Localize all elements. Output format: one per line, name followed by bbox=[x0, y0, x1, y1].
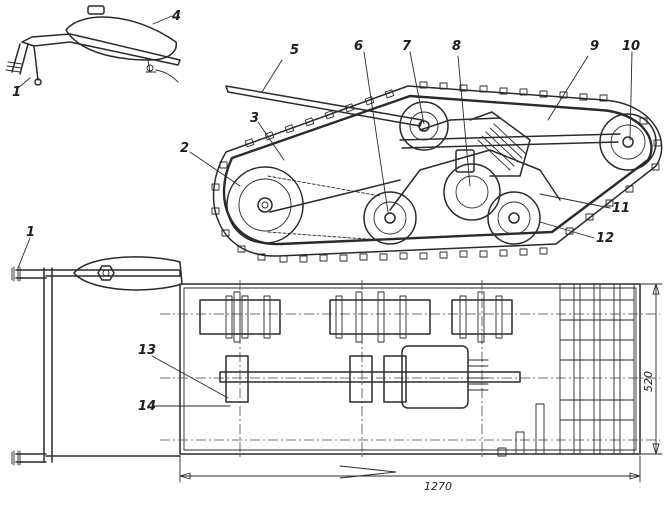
callout-8: 8 bbox=[452, 39, 461, 54]
callout-labels: 1 4 5 6 7 8 9 10 3 2 11 12 1 13 14 bbox=[12, 9, 640, 414]
callout-7: 7 bbox=[402, 39, 412, 54]
side-view bbox=[189, 51, 663, 263]
callout-6: 6 bbox=[354, 39, 363, 54]
callout-1-plan: 1 bbox=[26, 225, 35, 240]
callout-12: 12 bbox=[596, 231, 614, 246]
callout-11: 11 bbox=[612, 201, 630, 216]
callout-2: 2 bbox=[180, 141, 189, 156]
engine bbox=[443, 111, 531, 221]
callout-4: 4 bbox=[171, 9, 181, 24]
tank-handlebar-detail bbox=[5, 5, 181, 89]
dimension-length: 1270 bbox=[424, 480, 452, 493]
plan-view bbox=[11, 237, 663, 483]
callout-9: 9 bbox=[590, 39, 599, 54]
handlebar-plan bbox=[11, 256, 397, 479]
callout-10: 10 bbox=[622, 39, 640, 54]
callout-13: 13 bbox=[138, 343, 156, 358]
callout-5: 5 bbox=[290, 43, 299, 58]
callout-1-top: 1 bbox=[12, 85, 21, 100]
callout-14: 14 bbox=[138, 399, 156, 414]
rear-drive-wheel bbox=[226, 166, 304, 244]
road-wheel-left bbox=[363, 191, 417, 245]
support-roller bbox=[399, 101, 449, 151]
callout-3: 3 bbox=[250, 111, 259, 126]
road-wheel-right bbox=[487, 191, 541, 245]
dimension-width: 520 bbox=[642, 371, 655, 392]
